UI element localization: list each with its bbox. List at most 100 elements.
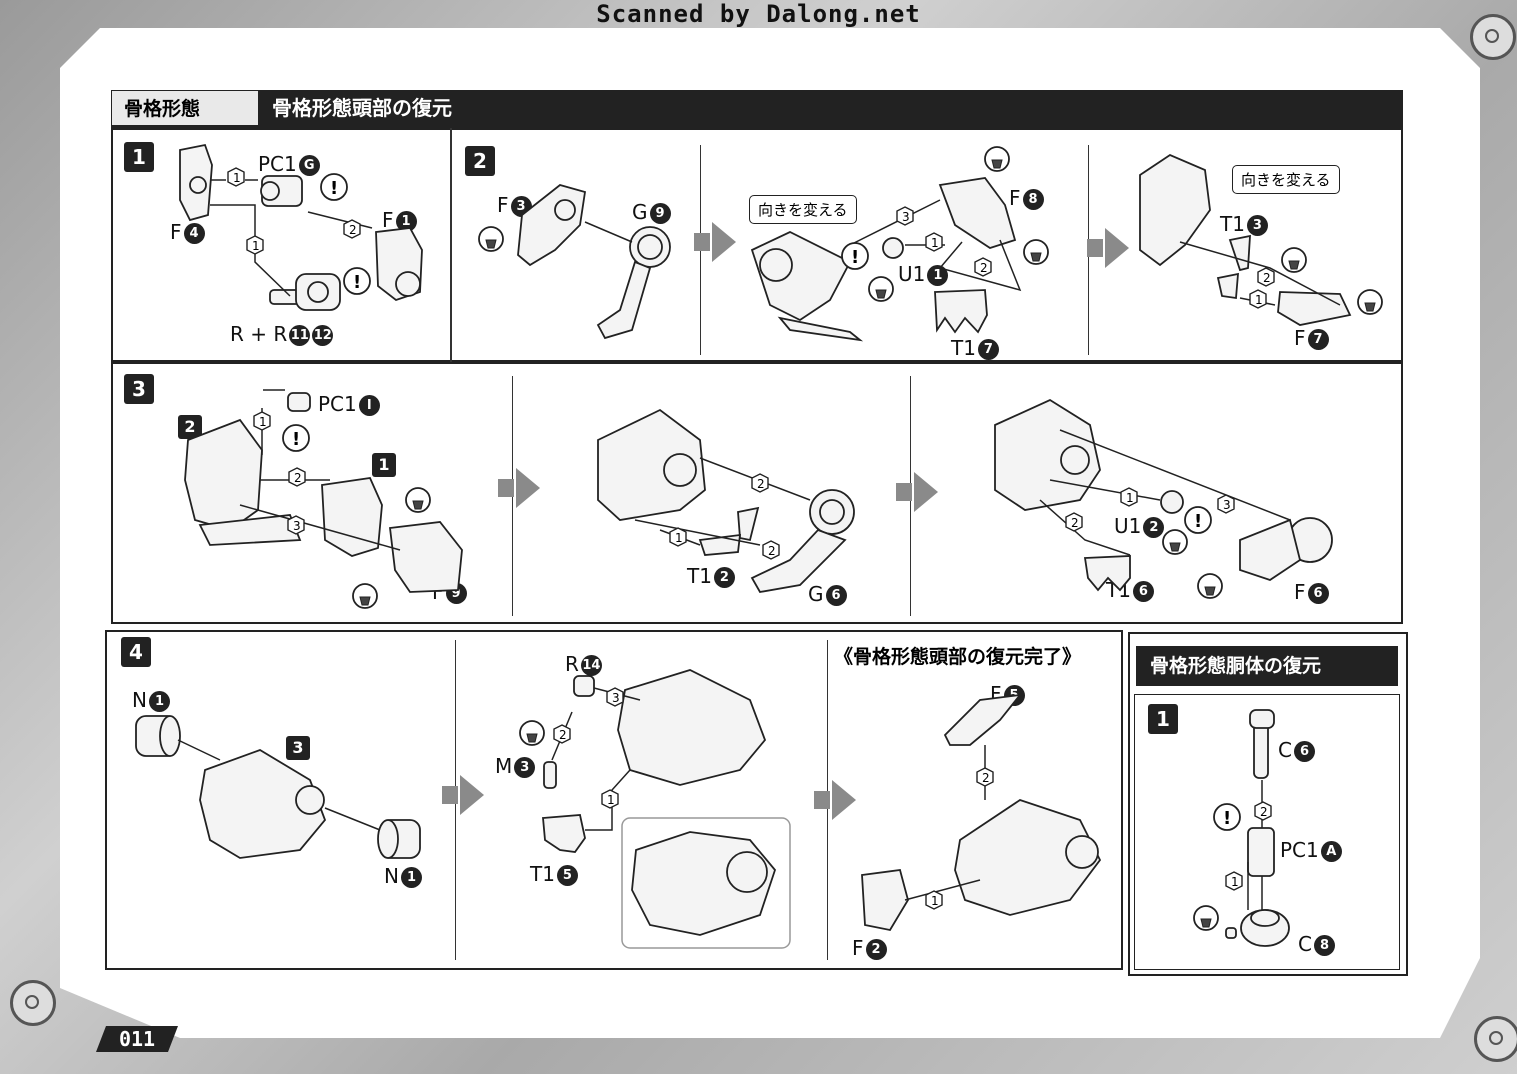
svg-text:!: ! bbox=[1194, 511, 1202, 532]
part-f4-illustration bbox=[179, 143, 213, 222]
section-label: 骨格形態 bbox=[111, 90, 259, 126]
part-g9-illustration bbox=[596, 226, 671, 340]
step-number: 4 bbox=[121, 637, 151, 667]
svg-text:2: 2 bbox=[980, 261, 988, 275]
svg-text:2: 2 bbox=[1263, 271, 1271, 285]
hex-step-marker: 2 bbox=[1254, 801, 1272, 821]
hex-step-marker: 1 bbox=[1120, 487, 1138, 507]
part-r14-illustration bbox=[573, 675, 595, 697]
svg-text:!: ! bbox=[353, 272, 361, 293]
grease-icon bbox=[1197, 573, 1223, 599]
svg-text:2: 2 bbox=[559, 728, 567, 742]
body-section-title: 骨格形態胴体の復元 bbox=[1136, 646, 1398, 686]
svg-text:!: ! bbox=[330, 178, 338, 199]
next-arrow-icon bbox=[814, 780, 856, 820]
svg-text:3: 3 bbox=[902, 210, 910, 224]
caution-icon: ! bbox=[343, 267, 371, 295]
svg-text:2: 2 bbox=[349, 223, 357, 237]
svg-text:3: 3 bbox=[293, 519, 301, 533]
next-arrow-icon bbox=[442, 775, 484, 815]
divider bbox=[450, 128, 452, 362]
scan-banner: Scanned by Dalong.net bbox=[596, 0, 921, 28]
part-head-assembly-illustration bbox=[617, 669, 767, 786]
part-f2-illustration bbox=[861, 869, 909, 932]
detail-inset bbox=[621, 817, 791, 949]
hex-step-marker: 1 bbox=[227, 167, 245, 187]
svg-text:!: ! bbox=[851, 247, 859, 268]
part-n1-illustration bbox=[135, 715, 181, 757]
bolt-icon bbox=[10, 980, 56, 1026]
part-f9-illustration bbox=[389, 521, 463, 593]
hex-step-marker: 2 bbox=[751, 473, 769, 493]
caution-icon: ! bbox=[1184, 506, 1212, 534]
svg-text:1: 1 bbox=[675, 531, 683, 545]
hex-step-marker: 2 bbox=[1065, 512, 1083, 532]
hex-step-marker: 3 bbox=[606, 687, 624, 707]
grease-icon bbox=[478, 226, 504, 252]
part-head-assembly-illustration bbox=[199, 749, 327, 859]
svg-text:1: 1 bbox=[1255, 293, 1263, 307]
svg-text:2: 2 bbox=[1071, 516, 1079, 530]
sub-assembly-number: 1 bbox=[372, 453, 396, 477]
grease-icon bbox=[1023, 239, 1049, 265]
step-number: 2 bbox=[465, 146, 495, 176]
svg-text:2: 2 bbox=[1260, 805, 1268, 819]
section-title: 骨格形態頭部の復元 bbox=[272, 96, 452, 120]
svg-text:1: 1 bbox=[259, 415, 267, 429]
caution-icon: ! bbox=[320, 173, 348, 201]
part-f6-illustration bbox=[1239, 517, 1333, 581]
caution-icon: ! bbox=[282, 424, 310, 452]
svg-text:2: 2 bbox=[294, 471, 302, 485]
hex-step-marker: 2 bbox=[1257, 267, 1275, 287]
svg-text:3: 3 bbox=[1223, 498, 1231, 512]
part-f5-illustration bbox=[943, 693, 1023, 746]
part-m3-illustration bbox=[543, 761, 557, 789]
hex-step-marker: 1 bbox=[1249, 289, 1267, 309]
svg-text:2: 2 bbox=[982, 771, 990, 785]
step-number: 3 bbox=[124, 374, 154, 404]
hex-step-marker: 1 bbox=[925, 890, 943, 910]
grease-icon bbox=[1193, 905, 1219, 931]
caution-icon: ! bbox=[841, 242, 869, 270]
hex-step-marker: 2 bbox=[343, 219, 361, 239]
part-u1-illustration bbox=[882, 237, 904, 259]
bolt-icon bbox=[1474, 1016, 1517, 1062]
svg-text:2: 2 bbox=[768, 544, 776, 558]
hex-step-marker: 1 bbox=[669, 527, 687, 547]
part-f1-illustration bbox=[375, 227, 423, 302]
hex-step-marker: 2 bbox=[974, 257, 992, 277]
svg-text:1: 1 bbox=[931, 894, 939, 908]
caution-icon: ! bbox=[1213, 803, 1241, 831]
next-arrow-icon bbox=[896, 472, 938, 512]
sub-assembly-number: 3 bbox=[286, 736, 310, 760]
part-c6-illustration bbox=[1249, 709, 1275, 779]
bolt-icon bbox=[1470, 14, 1516, 60]
grease-icon bbox=[352, 583, 378, 609]
svg-text:2: 2 bbox=[757, 477, 765, 491]
part-t1-3-illustration bbox=[1228, 234, 1251, 272]
rotate-callout: 向きを変える bbox=[749, 195, 857, 224]
hex-step-marker: 1 bbox=[253, 411, 271, 431]
part-pc1g-illustration bbox=[260, 175, 303, 207]
grease-icon bbox=[1281, 247, 1307, 273]
svg-text:1: 1 bbox=[1231, 875, 1239, 889]
svg-text:!: ! bbox=[292, 429, 300, 450]
grease-icon bbox=[1162, 529, 1188, 555]
svg-text:!: ! bbox=[1223, 808, 1231, 829]
hex-step-marker: 2 bbox=[762, 540, 780, 560]
step-number: 1 bbox=[124, 142, 154, 172]
